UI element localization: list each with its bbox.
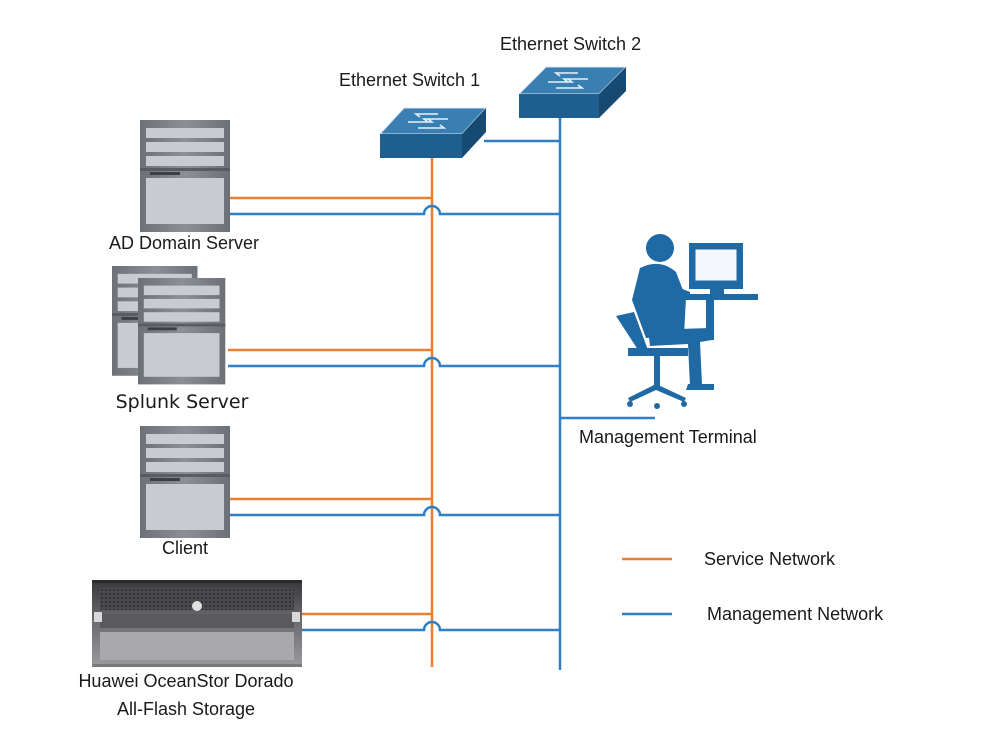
management-link-storage bbox=[300, 620, 560, 632]
switch1-label: Ethernet Switch 1 bbox=[339, 70, 481, 90]
ethernet-switch-icon bbox=[517, 66, 628, 118]
switch2-label: Ethernet Switch 2 bbox=[500, 34, 642, 54]
management-terminal-label: Management Terminal bbox=[579, 427, 757, 447]
server-icon bbox=[140, 120, 230, 232]
storage-label: Huawei OceanStor Dorado All-Flash Storag… bbox=[78, 667, 293, 723]
legend-management-label: Management Network bbox=[707, 604, 884, 624]
splunk-server-label: Splunk Server bbox=[111, 391, 253, 413]
legend-service-label: Service Network bbox=[704, 549, 836, 569]
management-network-lines bbox=[228, 118, 655, 670]
management-link-ad-server bbox=[230, 204, 560, 216]
ethernet-switch-icon bbox=[378, 107, 488, 158]
server-icon bbox=[112, 266, 226, 385]
storage-label-line1: Huawei OceanStor Dorado bbox=[78, 671, 294, 691]
service-network-lines bbox=[228, 158, 434, 667]
management-link-splunk-server bbox=[228, 356, 560, 368]
storage-label-line2: All-Flash Storage bbox=[116, 699, 256, 719]
server-icon bbox=[140, 426, 230, 538]
legend bbox=[622, 557, 672, 616]
operator-workstation-icon bbox=[616, 234, 758, 409]
storage-array-icon bbox=[92, 580, 302, 667]
ad-server-label: AD Domain Server bbox=[108, 233, 260, 253]
client-label: Client bbox=[161, 538, 209, 558]
management-link-client bbox=[230, 505, 560, 517]
